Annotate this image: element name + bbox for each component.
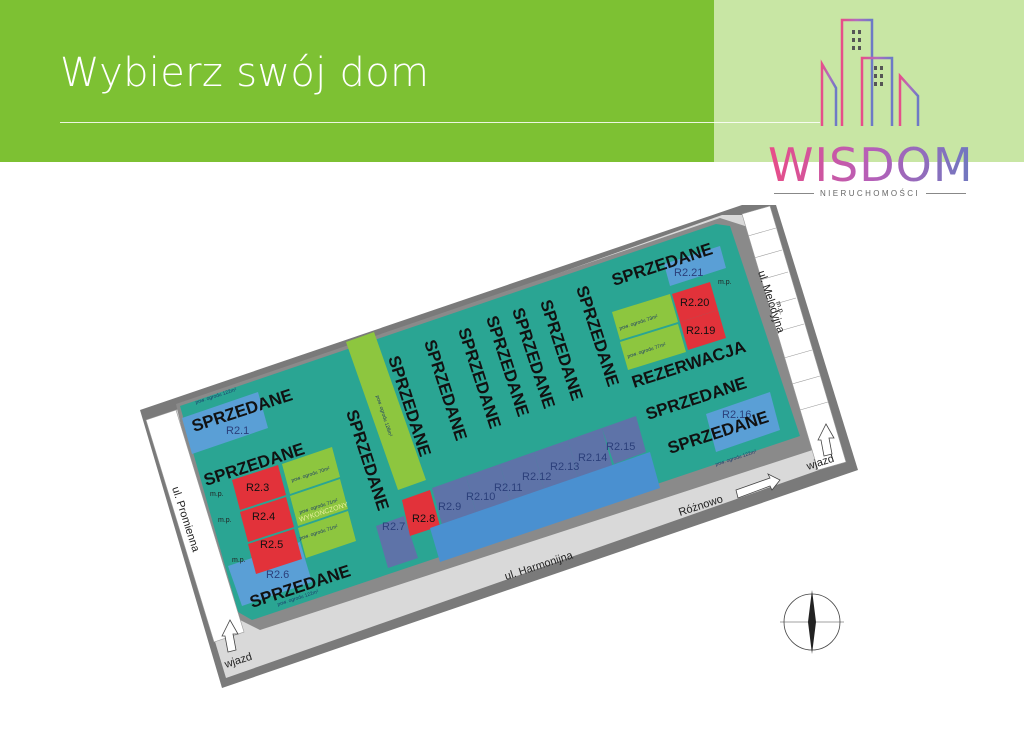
lot-label-r2-9: R2.9 — [438, 501, 461, 513]
lot-r2-7[interactable] — [376, 516, 418, 568]
lot-label-r2-6: R2.6 — [266, 569, 289, 581]
lot-r2-19[interactable] — [680, 310, 726, 350]
lot-label-r2-14: R2.14 — [578, 452, 607, 464]
lot-r2-4[interactable] — [240, 497, 294, 542]
lot-label-r2-19: R2.19 — [686, 325, 715, 337]
page-title: Wybierz swój dom — [60, 50, 430, 96]
brand-divider-left — [774, 193, 814, 194]
lot-label-r2-1: R2.1 — [226, 425, 249, 437]
arrow-right-icon — [735, 473, 781, 499]
brand-tagline: NIERUCHOMOŚCI — [820, 189, 921, 198]
parking-label: m.p. — [232, 557, 246, 564]
lot-label-r2-20: R2.20 — [680, 297, 709, 309]
lot-r2-5[interactable] — [248, 529, 302, 574]
title-divider — [60, 122, 820, 123]
lot-label-r2-11: R2.11 — [494, 482, 523, 494]
header-banner — [0, 0, 714, 162]
lot-r2-8[interactable] — [402, 490, 440, 536]
lot-label-r2-7: R2.7 — [382, 521, 405, 533]
frontage-strip — [430, 452, 660, 562]
lot-label-r2-13: R2.13 — [550, 461, 579, 473]
lot-label-r2-3: R2.3 — [246, 482, 269, 494]
parking-label: m.p. — [774, 300, 785, 315]
garden-strip-central — [346, 332, 426, 490]
lot-r2-20[interactable] — [672, 282, 718, 322]
garden-r2-20 — [612, 294, 678, 340]
lot-label-r2-4: R2.4 — [252, 511, 275, 523]
lot-label-r2-21: R2.21 — [674, 267, 703, 279]
garden-r2-19 — [620, 324, 686, 370]
lot-label-r2-12: R2.12 — [522, 471, 551, 483]
lot-r2-16[interactable] — [706, 392, 780, 452]
parking-label: m.p. — [218, 517, 232, 524]
arrow-up-icon — [817, 423, 835, 457]
lot-label-r2-8: R2.8 — [412, 513, 435, 525]
brand-divider-right — [926, 193, 966, 194]
lot-label-r2-10: R2.10 — [466, 491, 495, 503]
lot-label-r2-5: R2.5 — [260, 539, 283, 551]
parking-label: m.p. — [210, 491, 224, 498]
city-skyline-logo — [820, 18, 920, 126]
garden-r2-5 — [298, 511, 356, 558]
parking-strip-left — [145, 409, 245, 643]
lot-label-r2-15: R2.15 — [606, 441, 635, 453]
garden-r2-3 — [282, 447, 340, 494]
parking-label: m.p. — [718, 279, 732, 286]
lot-label-r2-16: R2.16 — [722, 409, 751, 421]
logo-panel — [714, 0, 1024, 162]
lot-r2-3[interactable] — [232, 465, 286, 510]
garden-r2-4 — [290, 479, 348, 526]
lot-r2-21[interactable] — [664, 246, 726, 286]
compass-icon — [780, 590, 844, 654]
lot-r2-1[interactable] — [182, 392, 268, 454]
brand-name: WISDOM — [768, 138, 974, 192]
arrow-up-icon — [221, 619, 239, 653]
